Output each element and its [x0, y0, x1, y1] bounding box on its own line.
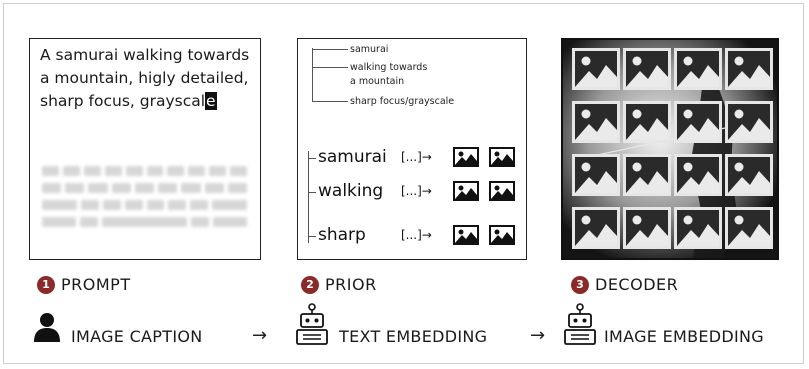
image-icon	[489, 147, 515, 167]
step-label-decoder: DECODER	[595, 275, 679, 294]
image-icon	[674, 207, 722, 249]
row-ellipsis: [...]→	[401, 228, 432, 242]
image-icon	[674, 48, 722, 90]
prompt-text: A samurai walking towards a mountain, hi…	[40, 44, 255, 113]
blurred-keyboard	[42, 159, 248, 254]
image-icon	[572, 207, 620, 249]
image-icon	[453, 147, 479, 167]
step-number-badge: 3	[571, 276, 589, 294]
tree-label-samurai: samurai	[350, 44, 389, 55]
image-icon	[725, 207, 773, 249]
image-icon	[623, 154, 671, 196]
tree-trunk	[312, 48, 313, 101]
image-icon	[453, 181, 479, 201]
robot-icon	[564, 303, 596, 345]
image-icon	[489, 181, 515, 201]
image-icon	[489, 225, 515, 245]
prior-panel: samurai walking towards a mountain sharp…	[297, 38, 527, 260]
prompt-text-cursor: e	[205, 92, 217, 110]
row-connector	[308, 151, 309, 243]
row-word-walking: walking	[318, 181, 384, 201]
image-icon	[674, 101, 722, 143]
row-word-sharp: sharp	[318, 225, 366, 245]
tree-branch	[312, 101, 348, 102]
flow-label-image-embedding: IMAGE EMBEDDING	[604, 327, 765, 346]
row-ellipsis: [...]→	[401, 184, 432, 198]
flow-arrow: →	[530, 325, 546, 346]
row-ellipsis: [...]→	[401, 150, 432, 164]
flow-label-text-embedding: TEXT EMBEDDING	[339, 327, 488, 346]
row-tick	[308, 236, 316, 237]
row-word-samurai: samurai	[318, 147, 387, 167]
step-label-prompt: PROMPT	[61, 275, 131, 294]
prompt-panel: A samurai walking towards a mountain, hi…	[29, 38, 261, 260]
flow-label-image-caption: IMAGE CAPTION	[71, 327, 203, 346]
image-icon	[623, 207, 671, 249]
step-number-badge: 2	[301, 276, 319, 294]
row-tick	[308, 192, 316, 193]
image-icon	[572, 48, 620, 90]
step-number-badge: 1	[37, 276, 55, 294]
tree-label-mountain: a mountain	[350, 76, 405, 87]
decoder-panel	[561, 38, 779, 260]
image-icon	[725, 154, 773, 196]
image-icon	[572, 101, 620, 143]
image-icon	[725, 101, 773, 143]
row-tick	[308, 158, 316, 159]
tree-label-walking: walking towards	[350, 62, 428, 73]
image-icon	[623, 101, 671, 143]
image-icon	[725, 48, 773, 90]
tree-branch	[312, 49, 348, 50]
tree-label-sharp: sharp focus/grayscale	[350, 96, 455, 107]
prompt-text-main: A samurai walking towards a mountain, hi…	[40, 46, 250, 110]
image-icon	[623, 48, 671, 90]
image-icon	[572, 154, 620, 196]
person-icon	[34, 313, 60, 342]
robot-icon	[296, 303, 328, 345]
step-label-prior: PRIOR	[325, 275, 377, 294]
flow-arrow: →	[252, 325, 268, 346]
image-icon	[453, 225, 479, 245]
image-icon	[674, 154, 722, 196]
tree-branch	[312, 67, 348, 68]
